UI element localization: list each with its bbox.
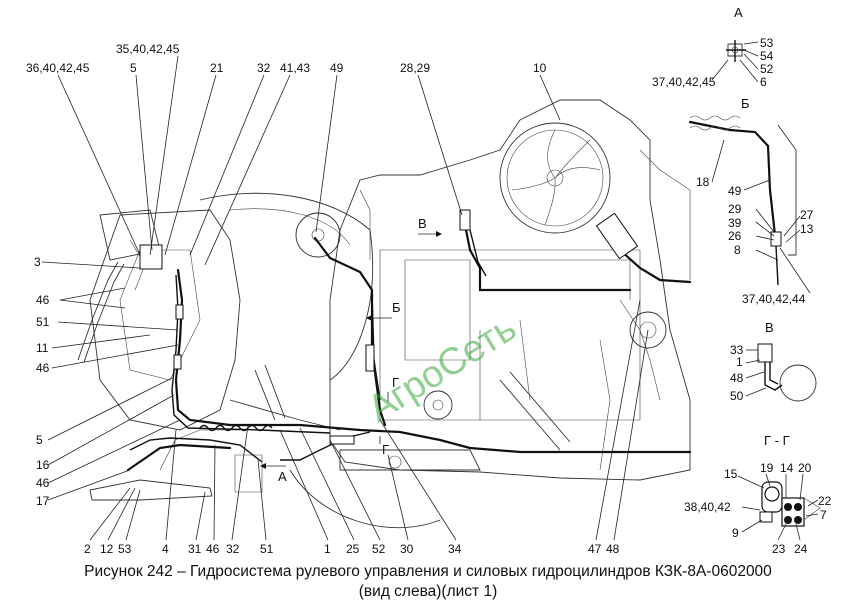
callout: 53 — [118, 542, 132, 556]
section-marker-b: Б — [392, 300, 401, 315]
callout: 51 — [36, 315, 50, 329]
callout: 23 — [772, 542, 786, 556]
callout: 5 — [130, 61, 137, 75]
detail-v: В 33 1 48 50 — [730, 320, 817, 403]
callout: 46 — [36, 293, 50, 307]
callout: 22 — [818, 494, 832, 508]
detail-b: Б 18 49 29 39 26 8 27 13 37,40,42,44 — [688, 96, 814, 306]
callout: 48 — [606, 542, 620, 556]
callout: 28,29 — [400, 61, 430, 75]
callout: 7 — [820, 508, 827, 522]
callout: 31 — [188, 542, 202, 556]
callout: 34 — [448, 542, 462, 556]
callout: 37,40,42,44 — [742, 292, 806, 306]
watermark-text: АгроСеть — [361, 307, 524, 431]
callout: 29 — [728, 202, 742, 216]
callout: 41,43 — [280, 61, 310, 75]
callout: 4 — [162, 542, 169, 556]
callout: 8 — [734, 243, 741, 257]
caption-line-1: Рисунок 242 – Гидросистема рулевого упра… — [84, 563, 772, 580]
section-markers: В Б Г Г А — [260, 216, 442, 484]
callout: 26 — [728, 229, 742, 243]
callout: 15 — [724, 467, 738, 481]
caption-line-2: (вид слева)(лист 1) — [358, 583, 498, 600]
machine-outline — [77, 99, 691, 529]
callout: 5 — [36, 433, 43, 447]
callout: 13 — [800, 222, 814, 236]
callout: 47 — [588, 542, 602, 556]
callout: 36,40,42,45 — [26, 61, 90, 75]
callout: 24 — [794, 542, 808, 556]
callout: 51 — [260, 542, 274, 556]
callout: 52 — [760, 62, 774, 76]
detail-v-title: В — [765, 320, 774, 335]
bottom-callouts: 2 12 53 4 31 46 32 51 1 25 52 30 34 47 4… — [84, 542, 620, 556]
callout: 32 — [257, 61, 271, 75]
callout: 17 — [36, 494, 50, 508]
callout: 1 — [736, 355, 743, 369]
callout: 30 — [400, 542, 414, 556]
callout: 32 — [226, 542, 240, 556]
callout: 21 — [210, 61, 224, 75]
detail-a-title: А — [734, 5, 743, 20]
detail-g-title: Г - Г — [764, 433, 790, 448]
callout: 53 — [760, 36, 774, 50]
callout: 20 — [798, 461, 812, 475]
callout: 38,40,42 — [684, 500, 731, 514]
callout: 18 — [696, 175, 710, 189]
callout: 12 — [100, 542, 114, 556]
schematic-drawing: В Б Г Г А АгроСеть 36,40,42,45 5 35,40,4… — [26, 5, 832, 556]
callout: 11 — [36, 341, 49, 355]
callout: 49 — [728, 184, 742, 198]
callout: 16 — [36, 458, 50, 472]
callout: 25 — [346, 542, 360, 556]
callout: 10 — [533, 61, 547, 75]
detail-b-title: Б — [741, 96, 750, 111]
callout: 49 — [330, 61, 344, 75]
callout: 6 — [760, 75, 767, 89]
section-marker-a: А — [278, 469, 287, 484]
callout: 1 — [324, 542, 331, 556]
top-callouts: 36,40,42,45 5 35,40,42,45 21 32 41,43 49… — [26, 42, 547, 75]
callout: 46 — [206, 542, 220, 556]
callout: 9 — [732, 526, 739, 540]
callout: 19 — [760, 461, 774, 475]
callout: 33 — [730, 343, 744, 357]
section-marker-g: Г — [392, 375, 399, 390]
callout: 3 — [34, 255, 41, 269]
callout: 37,40,42,45 — [652, 75, 716, 89]
detail-a: А 53 54 52 6 37,40,42,45 — [652, 5, 774, 89]
detail-g: Г - Г 15 19 14 20 22 7 38,40,42 9 23 24 — [684, 433, 832, 556]
hydraulic-lines — [126, 209, 692, 472]
callout: 27 — [800, 208, 814, 222]
callout: 54 — [760, 49, 774, 63]
callout: 50 — [730, 389, 744, 403]
callout: 39 — [728, 216, 742, 230]
leader-lines — [41, 55, 649, 541]
section-marker-g2: Г — [382, 442, 389, 457]
callout: 52 — [372, 542, 386, 556]
callout: 2 — [84, 542, 91, 556]
callout: 48 — [730, 371, 744, 385]
left-callouts: 3 46 51 11 46 5 16 46 17 — [34, 255, 50, 508]
callout: 35,40,42,45 — [116, 42, 180, 56]
callout: 46 — [36, 476, 50, 490]
callout: 46 — [36, 361, 50, 375]
callout: 14 — [780, 461, 794, 475]
section-marker-v: В — [418, 216, 427, 231]
figure-caption: Рисунок 242 – Гидросистема рулевого упра… — [0, 562, 856, 602]
